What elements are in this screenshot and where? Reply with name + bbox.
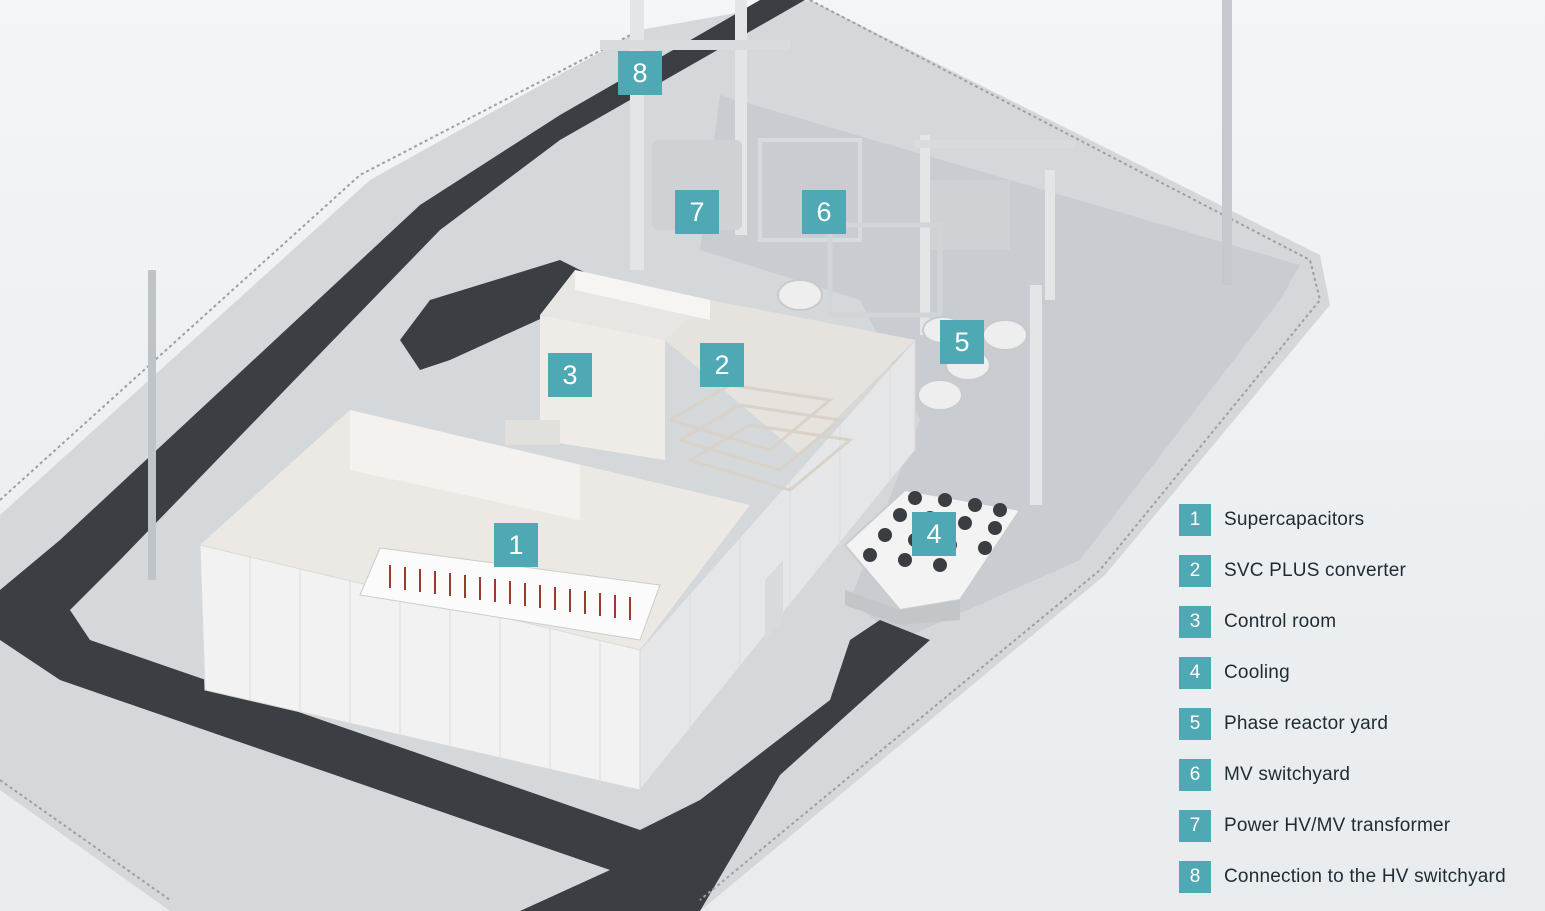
side-door [765,560,783,641]
legend-item: 4 Cooling [1179,656,1290,690]
marker-3-control-room: 3 [548,353,592,397]
legend-item: 5 Phase reactor yard [1179,707,1388,741]
marker-4-cooling: 4 [912,512,956,556]
legend-label: SVC PLUS converter [1224,560,1407,581]
lightning-mast-left [148,270,156,580]
marker-8-hv-connection: 8 [618,51,662,95]
legend-number: 3 [1179,606,1211,638]
road-loop [400,260,600,370]
legend-label: MV switchyard [1224,764,1351,785]
legend-label: Power HV/MV transformer [1224,815,1451,836]
side-wall [639,338,916,792]
legend-number: 2 [1179,555,1211,587]
legend-item: 1 Supercapacitors [1179,503,1364,537]
legend-number: 6 [1179,759,1211,791]
legend-item: 6 MV switchyard [1179,758,1350,792]
fence-front [0,779,171,901]
lightning-mast-right [1222,0,1232,285]
marker-5-phase-reactor-yard: 5 [940,320,984,364]
switchyard-equipment [600,0,1075,505]
legend-label: Supercapacitors [1224,509,1365,530]
legend-label: Phase reactor yard [1224,713,1389,734]
legend-number: 4 [1179,657,1211,689]
legend-label: Cooling [1224,662,1290,683]
legend-label: Control room [1224,611,1337,632]
legend-item: 2 SVC PLUS converter [1179,554,1406,588]
legend-number: 7 [1179,810,1211,842]
legend-number: 1 [1179,504,1211,536]
supercapacitor-racks [359,547,661,641]
control-cabinets [505,420,560,445]
legend-number: 5 [1179,708,1211,740]
legend-item: 8 Connection to the HV switchyard [1179,860,1506,894]
converter-modules [666,383,854,492]
gravel-yard [700,95,1300,640]
phase-reactors [777,279,1028,411]
marker-2-svc-plus-converter: 2 [700,343,744,387]
access-road [0,0,930,911]
marker-7-transformer: 7 [675,190,719,234]
legend-label: Connection to the HV switchyard [1224,866,1506,887]
marker-1-supercapacitors: 1 [494,523,538,567]
legend-item: 3 Control room [1179,605,1336,639]
marker-6-mv-switchyard: 6 [802,190,846,234]
legend-item: 7 Power HV/MV transformer [1179,809,1450,843]
converter-hall-floor [665,300,915,455]
legend-number: 8 [1179,861,1211,893]
